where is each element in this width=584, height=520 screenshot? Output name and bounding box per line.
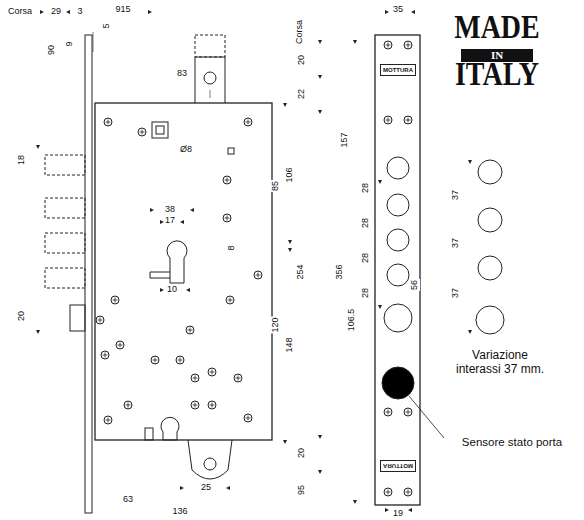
dimension-label: 254: [296, 263, 306, 280]
dimension-label: 19: [392, 509, 404, 519]
dimension-label: 28: [361, 252, 371, 264]
dimension-label: 56: [410, 279, 420, 291]
dimension-label: 17: [164, 216, 176, 226]
faceplate: [375, 35, 420, 505]
dimension-label: 8: [227, 244, 237, 251]
dimension-label: 120: [271, 316, 281, 333]
leader-line: [409, 396, 444, 438]
dimension-label: Corsa: [7, 7, 33, 17]
dimension-label: Corsa: [295, 19, 305, 45]
dimension-label: 85: [271, 180, 281, 192]
dimension-label: 20: [297, 54, 307, 66]
brand-text: MOTTURA: [383, 67, 413, 73]
made-in-italy-logo: ITALY: [455, 57, 539, 91]
dimension-label: 83: [176, 69, 188, 79]
screws: [96, 41, 412, 496]
dimension-label: 915: [114, 5, 131, 15]
bolts: [45, 35, 225, 288]
callout-label: Sensore stato porta: [462, 436, 562, 450]
dimension-label: 136: [171, 507, 188, 517]
dimension-label: 28: [361, 287, 371, 299]
brand-plate: MOTTURA: [380, 460, 416, 472]
faceplate-strip: [85, 35, 92, 513]
dimension-label: 37: [451, 287, 461, 299]
brand-text: MOTTURA: [383, 463, 413, 469]
dimension-label: 29: [50, 7, 62, 17]
dimension-label: 106.5: [347, 308, 357, 333]
dimension-label: 28: [361, 217, 371, 229]
dimension-label: 37: [451, 189, 461, 201]
dimension-label: 9: [65, 40, 75, 47]
dimension-label: 157: [340, 131, 350, 148]
dimension-label: 356: [335, 263, 345, 280]
dimension-label: 106: [285, 166, 295, 183]
cylinder-hole: [167, 241, 187, 283]
dimension-label: 63: [122, 495, 134, 505]
dimension-label: 148: [285, 336, 295, 353]
dimension-label: 90: [47, 44, 57, 56]
brand-plate: MOTTURA: [380, 64, 416, 76]
note-text: Variazione interassi 37 mm.: [455, 348, 545, 377]
dimension-arrows: [36, 10, 472, 512]
spindle: [152, 122, 168, 138]
rod-bracket: [188, 440, 232, 479]
dimension-label: 35: [392, 5, 404, 15]
dimension-label: Ø8: [179, 145, 193, 155]
cylinder-positions: [384, 157, 504, 334]
dimension-label: 22: [297, 88, 307, 100]
dimension-label: 28: [361, 182, 371, 194]
dimension-label: 20: [297, 447, 307, 459]
cylinder-hole: [161, 417, 179, 440]
door-sensor: [382, 367, 414, 399]
made-in-italy-logo: MADE: [454, 10, 540, 44]
dimension-label: 18: [17, 154, 27, 166]
dimension-label: 20: [17, 310, 27, 322]
latch: [70, 305, 85, 331]
dimension-label: 38: [164, 205, 176, 215]
dimension-label: 95: [297, 484, 307, 496]
dimension-label: 10: [166, 285, 178, 295]
dimension-label: 37: [451, 237, 461, 249]
lock-body: [95, 103, 272, 440]
dimension-label: 3: [76, 7, 83, 17]
dimension-label: 5: [102, 22, 112, 29]
dimension-label: 25: [200, 483, 212, 493]
